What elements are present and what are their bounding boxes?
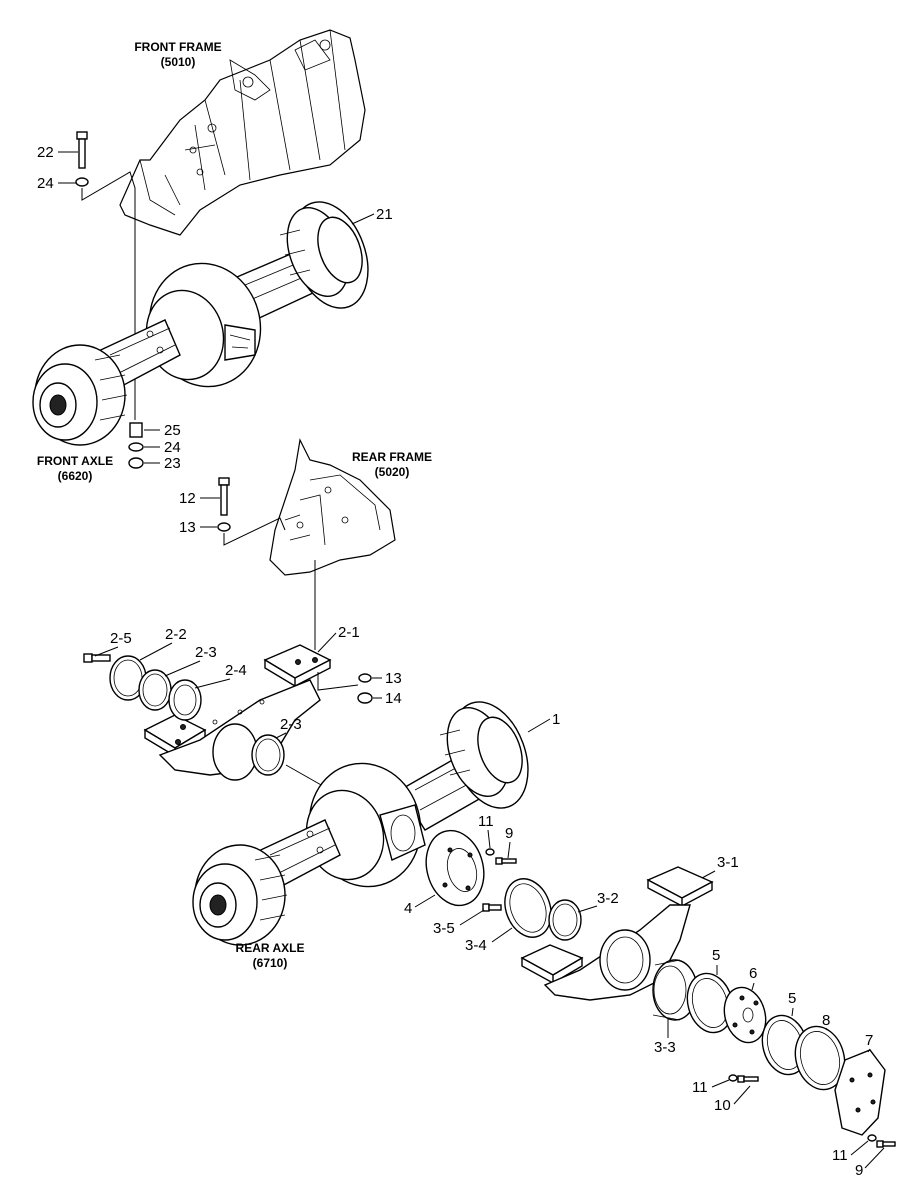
callout-4: 4 [404, 900, 412, 917]
callout-12: 12 [179, 490, 196, 507]
rear-axle-caption-line2: (6710) [253, 956, 288, 970]
bolt-22 [76, 131, 88, 169]
callout-24-upper: 24 [37, 175, 54, 192]
callout-2-3-upper: 2-3 [195, 644, 217, 661]
front-axle-drawing [32, 201, 369, 446]
washer-11-third [867, 1134, 877, 1142]
callout-9-upper: 9 [505, 825, 513, 842]
rear-axle-caption-line1: REAR AXLE [236, 941, 305, 955]
callout-11-lower: 11 [832, 1147, 848, 1164]
bolt-3-5 [482, 903, 502, 912]
washer-11-second [728, 1074, 738, 1082]
bolt-10 [737, 1075, 759, 1083]
callout-6: 6 [749, 965, 757, 982]
callout-3-2: 3-2 [597, 890, 619, 907]
bolt-12 [218, 477, 230, 516]
bolt-9-second [876, 1140, 896, 1148]
callout-3-3: 3-3 [654, 1039, 676, 1056]
front-frame-caption-line2: (5010) [161, 55, 196, 69]
callout-2-5: 2-5 [110, 630, 132, 647]
callout-2-2: 2-2 [165, 626, 187, 643]
ring-8 [794, 1025, 846, 1091]
front-frame-drawing [119, 29, 366, 236]
callout-7: 7 [865, 1032, 873, 1049]
callout-5-lower: 5 [788, 990, 796, 1007]
ring-2-3-lower [251, 734, 285, 776]
washer-11 [485, 848, 495, 856]
callout-3-4: 3-4 [465, 937, 487, 954]
front-frame-caption-line1: FRONT FRAME [134, 40, 221, 54]
washer-24-lower [128, 442, 144, 452]
bolt-9 [495, 857, 517, 865]
callout-25: 25 [164, 422, 181, 439]
washer-13 [217, 522, 231, 532]
callout-13-lower: 13 [385, 670, 402, 687]
callout-2-3-lower: 2-3 [280, 716, 302, 733]
callout-21: 21 [376, 206, 393, 223]
callout-11-middle: 11 [692, 1079, 708, 1096]
callout-10: 10 [714, 1097, 731, 1114]
callout-2-4: 2-4 [225, 662, 247, 679]
rear-mount-bracket [143, 644, 332, 781]
callout-8: 8 [822, 1012, 830, 1029]
nut-23 [128, 457, 144, 469]
spacer-25 [129, 422, 143, 438]
cover-7 [834, 1049, 886, 1136]
callout-3-5: 3-5 [433, 920, 455, 937]
callout-13-upper: 13 [179, 519, 196, 536]
callout-2-1: 2-1 [338, 624, 360, 641]
callout-24-lower: 24 [164, 439, 181, 456]
ring-3-2 [548, 899, 582, 941]
rear-bracket-3-1 [520, 866, 714, 1001]
callout-22: 22 [37, 144, 54, 161]
bolt-2-5 [83, 653, 111, 663]
rear-frame-drawing [269, 438, 396, 576]
callout-11-upper: 11 [478, 813, 494, 830]
callout-23: 23 [164, 455, 181, 472]
front-axle-caption-line2: (6620) [58, 469, 93, 483]
callout-14: 14 [385, 690, 402, 707]
rear-axle-drawing [192, 701, 529, 946]
callout-5-upper: 5 [712, 947, 720, 964]
washer-24 [75, 177, 89, 187]
nut-14 [357, 692, 373, 704]
shim-3-4 [504, 878, 552, 938]
washer-13-lower [358, 673, 372, 683]
callout-3-1: 3-1 [717, 854, 739, 871]
front-axle-caption-line1: FRONT AXLE [37, 454, 113, 468]
callout-1: 1 [552, 711, 560, 728]
rear-frame-caption-line1: REAR FRAME [352, 450, 432, 464]
rear-frame-caption-line2: (5020) [375, 465, 410, 479]
callout-9-lower: 9 [855, 1162, 863, 1179]
